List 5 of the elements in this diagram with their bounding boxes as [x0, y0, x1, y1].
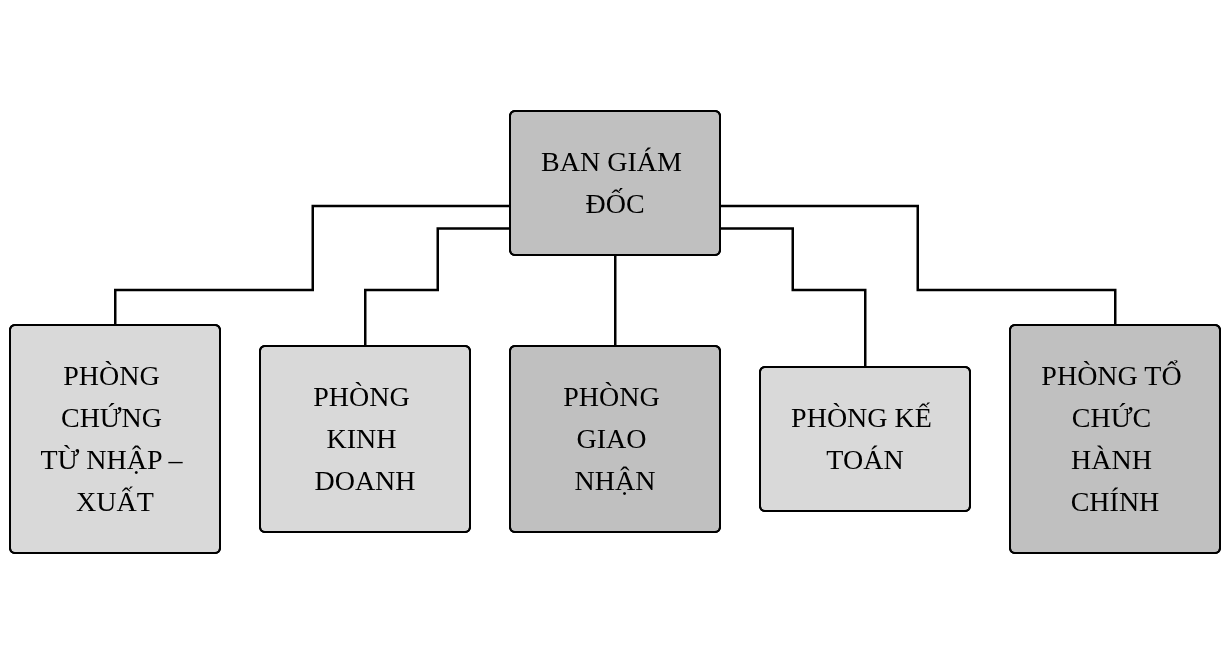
connector	[614, 254, 617, 348]
connector	[720, 204, 1117, 327]
connector	[720, 227, 867, 369]
connector	[364, 227, 511, 348]
connector	[114, 204, 511, 327]
